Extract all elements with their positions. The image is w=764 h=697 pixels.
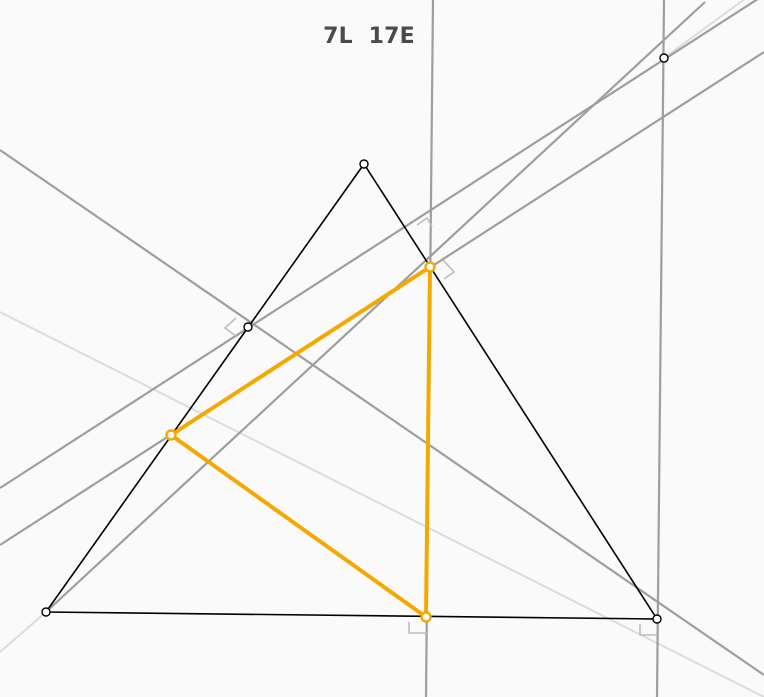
score-indicator: 7L 17E <box>0 24 738 49</box>
construction-line-2[interactable] <box>0 0 764 489</box>
right-angle-marker-icon <box>416 216 433 228</box>
right-angle-marker-icon <box>408 622 427 634</box>
vertical-line-right[interactable] <box>655 0 666 697</box>
vertex-right-point[interactable] <box>652 614 662 624</box>
right-angle-markers <box>223 216 657 636</box>
intersection-point[interactable] <box>243 322 253 332</box>
right-angle-marker-icon <box>223 317 238 338</box>
solution-point-base[interactable] <box>420 611 432 623</box>
vertex-left-point[interactable] <box>41 607 51 617</box>
right-angle-marker-icon <box>442 259 456 280</box>
elements-count: 17E <box>368 24 415 49</box>
solution-point-right-side[interactable] <box>424 261 436 273</box>
intersection-point-top-right[interactable] <box>659 53 669 63</box>
score-separator <box>353 24 369 49</box>
solution-triangle <box>169 265 432 619</box>
construction-points <box>41 53 669 624</box>
faint-helper-line <box>0 311 764 697</box>
construction-line-4[interactable] <box>45 1 706 613</box>
vertex-top-point[interactable] <box>359 159 369 169</box>
right-angle-marker-icon <box>639 624 657 636</box>
lines-count: 7L <box>323 24 353 49</box>
solution-points <box>165 261 436 623</box>
solution-point-left-side[interactable] <box>165 429 177 441</box>
faint-helper-line-bottom <box>0 611 47 653</box>
faint-helper-line-top <box>663 0 746 59</box>
given-triangle <box>44 162 659 620</box>
